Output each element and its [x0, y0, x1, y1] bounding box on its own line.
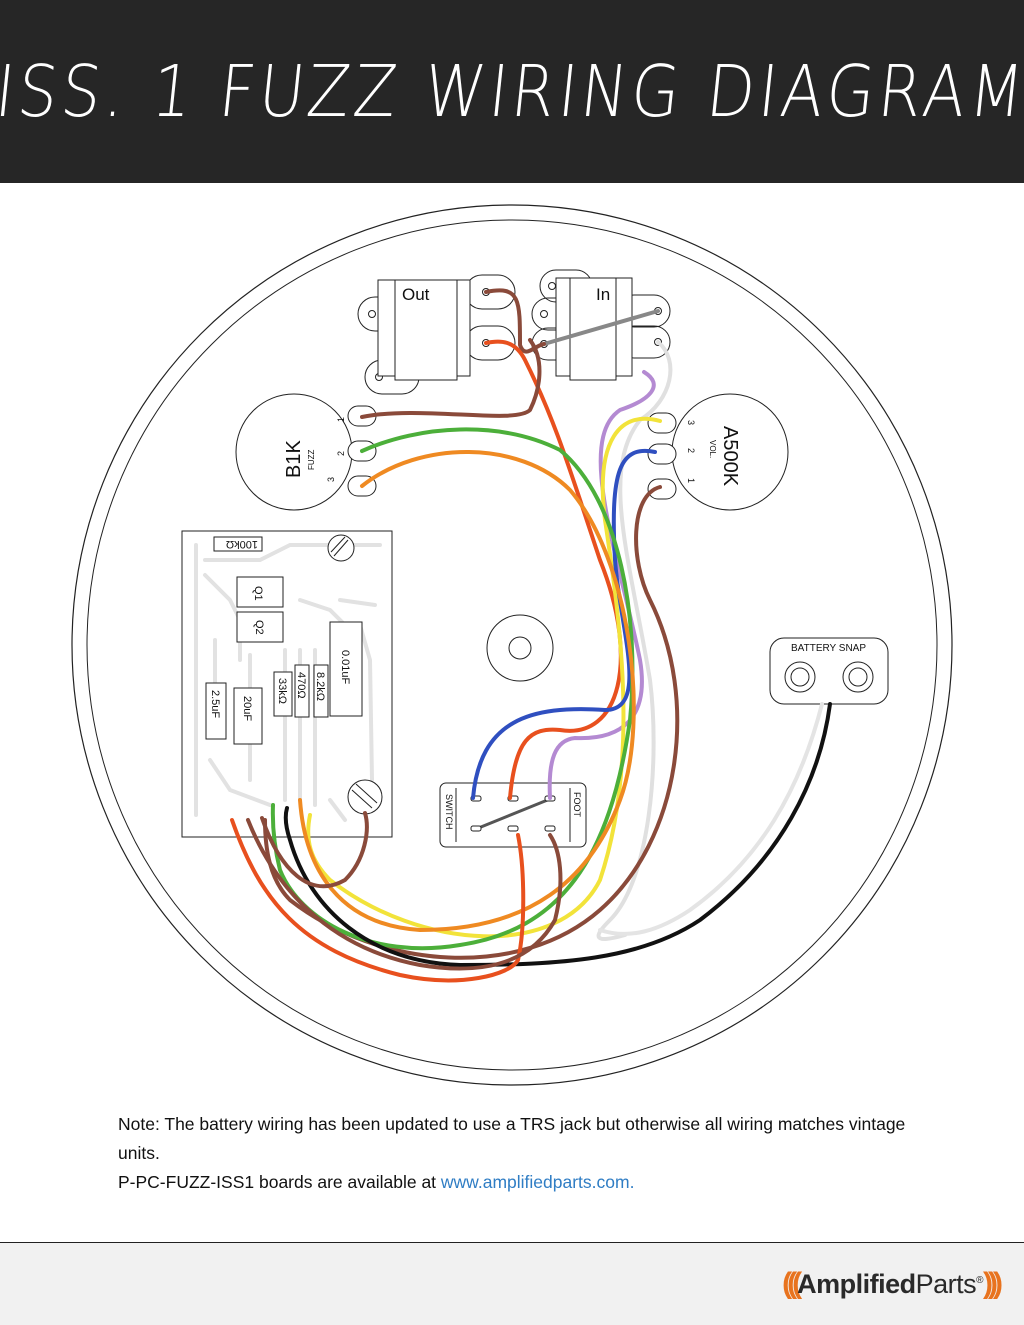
footer-divider: [0, 1242, 1024, 1243]
wire-white-battery: [598, 702, 824, 936]
board-r470: 470Ω: [295, 672, 307, 699]
amplified-parts-logo[interactable]: ((( AmplifiedParts® ))): [782, 1261, 1003, 1307]
switch-right-label: FOOT: [572, 792, 582, 817]
board-c25: 2.5uF: [209, 690, 221, 718]
volume-lug-3: 3: [686, 420, 696, 425]
out-jack: Out: [357, 274, 516, 395]
wiring-diagram: Out In B1K FUZZ 1 2 3: [71, 204, 953, 1086]
wire-brown-out-fuzz: [360, 338, 542, 419]
in-jack-label: In: [596, 285, 610, 304]
volume-pot-value: A500K: [719, 426, 741, 487]
fuzz-pot-value: B1K: [283, 440, 305, 478]
board-r33k: 33kΩ: [276, 678, 288, 704]
wire-brown-board: [246, 818, 563, 971]
amplifiedparts-link[interactable]: www.amplifiedparts.com.: [440, 1172, 635, 1192]
wire-yellow-vol: [306, 416, 662, 939]
note-line-1: Note: The battery wiring has been update…: [118, 1114, 906, 1163]
wire-blue-vol: [471, 448, 657, 800]
board-q1: Q1: [252, 586, 264, 601]
volume-pot-name: VOL.: [708, 440, 717, 458]
volume-lug-1: 1: [686, 478, 696, 483]
wire-in-jumper: [542, 309, 660, 346]
enclosure-inner-circle: [86, 219, 938, 1071]
fuzz-lug-3: 3: [326, 477, 336, 482]
circuit-board: 100kΩ Q1 Q2 0.01uF 8.2kΩ 470Ω 33kΩ 20uF …: [181, 530, 393, 838]
logo-text: AmplifiedParts®: [797, 1268, 984, 1299]
wire-orange-board: [230, 818, 526, 983]
fuzz-pot: B1K FUZZ 1 2 3: [235, 393, 377, 511]
wire-black-battery: [283, 702, 832, 968]
wire-white-in: [596, 340, 673, 941]
note-line-2-text: P-PC-FUZZ-ISS1 boards are available at: [118, 1172, 441, 1192]
header-banner: ISS. 1 FUZZ WIRING DIAGRAM: [0, 0, 1024, 183]
wire-red-out: [484, 339, 623, 800]
foot-switch: SWITCH FOOT: [439, 782, 587, 848]
note-line-2: P-PC-FUZZ-ISS1 boards are available at w…: [118, 1168, 918, 1197]
wire-brown-lug: [260, 811, 369, 889]
volume-pot: A500K VOL. 3 2 1: [647, 393, 789, 511]
out-jack-label: Out: [402, 285, 430, 304]
wire-brown-vol: [263, 485, 680, 960]
board-c20: 20uF: [241, 696, 253, 721]
board-r82k: 8.2kΩ: [314, 672, 326, 701]
battery-snap-label: BATTERY SNAP: [791, 643, 866, 654]
fuzz-pot-name: FUZZ: [307, 449, 316, 470]
fuzz-lug-1: 1: [336, 417, 346, 422]
battery-snap: BATTERY SNAP: [769, 637, 889, 705]
board-q2: Q2: [253, 620, 265, 635]
wires: [230, 288, 832, 983]
sound-wave-right-icon: ))): [983, 1267, 1003, 1300]
sound-wave-left-icon: (((: [782, 1267, 802, 1300]
center-hole: [486, 614, 554, 682]
switch-left-label: SWITCH: [444, 794, 454, 830]
in-jack: In: [531, 269, 671, 381]
board-c001: 0.01uF: [339, 650, 351, 685]
enclosure-outer-circle: [71, 204, 953, 1086]
wire-orange-fuzz: [298, 450, 636, 933]
fuzz-lug-2: 2: [336, 451, 346, 456]
page-title: ISS. 1 FUZZ WIRING DIAGRAM: [0, 49, 1024, 134]
footer: ((( AmplifiedParts® ))): [0, 1243, 1024, 1325]
note-section: Note: The battery wiring has been update…: [118, 1110, 918, 1197]
wire-purple-in: [547, 370, 656, 800]
volume-lug-2: 2: [686, 448, 696, 453]
board-r100k: 100kΩ: [226, 538, 258, 550]
